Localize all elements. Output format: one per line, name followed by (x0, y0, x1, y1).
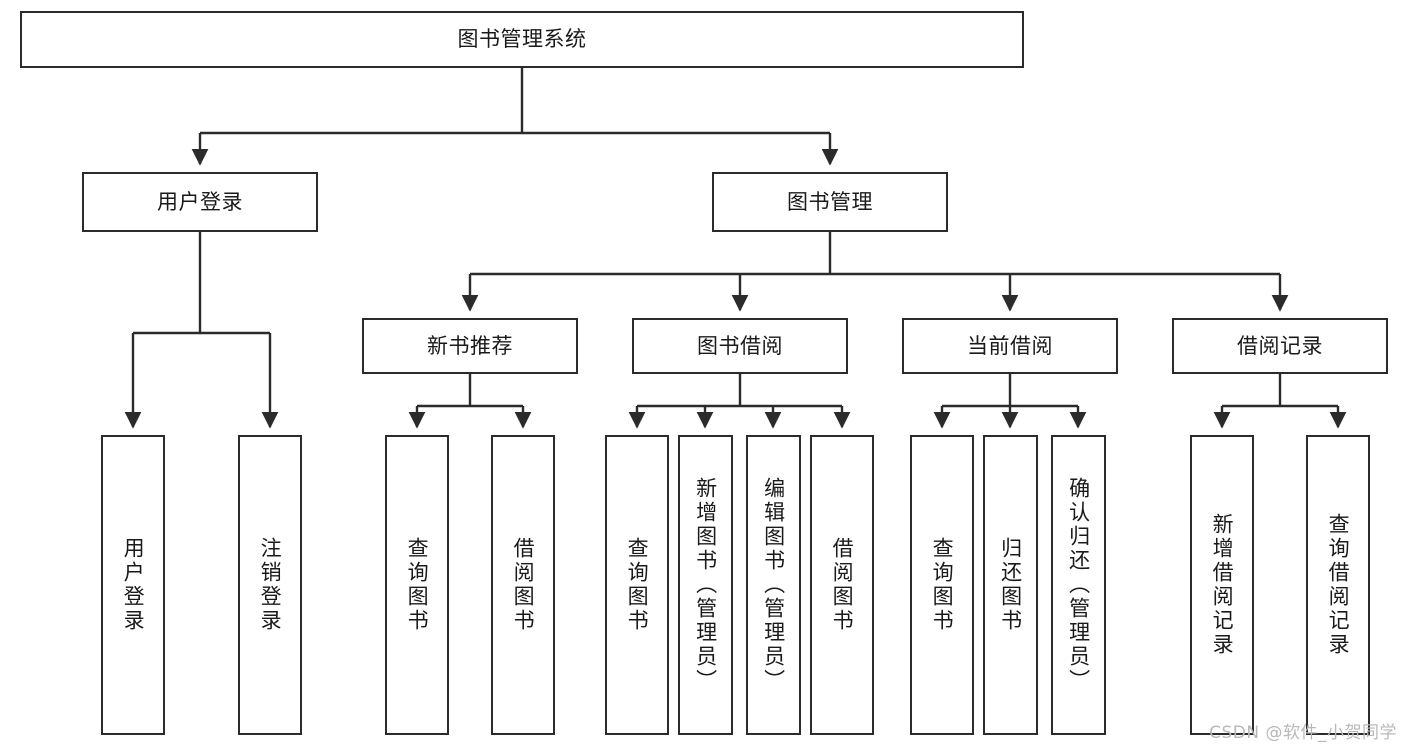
node-borrow-record-label: 借阅记录 (1237, 333, 1323, 358)
leaf-borrow-add-book-admin[interactable]: 新增图书（管理员） (678, 435, 733, 735)
csdn-watermark: CSDN @软件_小贺同学 (1209, 723, 1397, 743)
leaf-user-login-login[interactable]: 用户登录 (101, 435, 165, 735)
leaf-label: 查询借阅记录 (1326, 513, 1351, 657)
leaf-label: 用户登录 (121, 537, 146, 633)
leaf-label: 确认归还（管理员） (1066, 477, 1091, 693)
leaf-recommend-borrow-book[interactable]: 借阅图书 (491, 435, 555, 735)
leaf-label: 新增图书（管理员） (693, 477, 718, 693)
leaf-current-return-book[interactable]: 归还图书 (983, 435, 1038, 735)
leaf-label: 归还图书 (998, 537, 1023, 633)
leaf-user-login-logout[interactable]: 注销登录 (238, 435, 302, 735)
leaf-recommend-query-book[interactable]: 查询图书 (385, 435, 449, 735)
node-borrow-record[interactable]: 借阅记录 (1172, 318, 1388, 374)
leaf-label: 查询图书 (625, 537, 650, 633)
node-new-book-recommend-label: 新书推荐 (427, 333, 513, 358)
leaf-borrow-query-book[interactable]: 查询图书 (605, 435, 669, 735)
node-current-borrow-label: 当前借阅 (967, 333, 1053, 358)
leaf-label: 查询图书 (930, 537, 955, 633)
node-root[interactable]: 图书管理系统 (20, 11, 1024, 68)
leaf-label: 新增借阅记录 (1210, 513, 1235, 657)
leaf-label: 查询图书 (405, 537, 430, 633)
leaf-record-add-record[interactable]: 新增借阅记录 (1190, 435, 1254, 735)
leaf-borrow-borrow-book[interactable]: 借阅图书 (810, 435, 874, 735)
node-current-borrow[interactable]: 当前借阅 (902, 318, 1118, 374)
node-user-login-label: 用户登录 (157, 189, 243, 214)
node-user-login[interactable]: 用户登录 (82, 172, 318, 232)
node-book-management[interactable]: 图书管理 (712, 172, 948, 232)
leaf-record-query-record[interactable]: 查询借阅记录 (1306, 435, 1370, 735)
leaf-current-query-book[interactable]: 查询图书 (910, 435, 974, 735)
leaf-label: 注销登录 (258, 537, 283, 633)
leaf-current-confirm-return-admin[interactable]: 确认归还（管理员） (1051, 435, 1106, 735)
leaf-label: 借阅图书 (830, 537, 855, 633)
leaf-borrow-edit-book-admin[interactable]: 编辑图书（管理员） (746, 435, 801, 735)
node-new-book-recommend[interactable]: 新书推荐 (362, 318, 578, 374)
node-book-borrow-label: 图书借阅 (697, 333, 783, 358)
leaf-label: 借阅图书 (511, 537, 536, 633)
node-book-management-label: 图书管理 (787, 189, 873, 214)
leaf-label: 编辑图书（管理员） (761, 477, 786, 693)
node-root-label: 图书管理系统 (457, 27, 587, 52)
node-book-borrow[interactable]: 图书借阅 (632, 318, 848, 374)
